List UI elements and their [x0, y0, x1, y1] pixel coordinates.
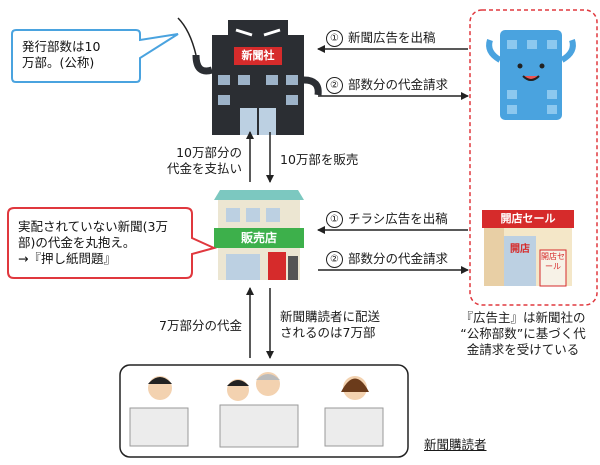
readers-label: 新聞購読者 [424, 437, 487, 452]
label-bill-mid: ② 部数分の代金請求 [326, 251, 448, 268]
label-ad-mid: ① チラシ広告を出稿 [326, 211, 448, 228]
sales-shop [214, 190, 304, 280]
pay-label-line2: 代金を支払い [166, 161, 242, 176]
bubble-top-line1: 発行部数は10 [22, 39, 101, 54]
bubble-mid-line2: 部)の代金を丸抱え。 [18, 235, 136, 250]
text-ad-mid: チラシ広告を出稿 [348, 211, 448, 226]
bubble-top-text: 発行部数は10 万部。(公称) [22, 39, 100, 71]
bubble-mid-line3: →『押し紙問題』 [18, 251, 116, 266]
pay7-label: 7万部分の代金 [159, 318, 242, 333]
newspaper-sign: 新聞社 [241, 49, 275, 62]
readers-illustration [129, 372, 384, 448]
num-ad-mid: ① [326, 211, 343, 228]
label-ad-top: ① 新聞広告を出稿 [326, 30, 436, 47]
pay-label-line1: 10万部分の [176, 145, 242, 160]
bubble-top-shape [11, 29, 179, 83]
pay-label: 10万部分の 代金を支払い [140, 145, 242, 177]
deliver-label: 新聞購読者に配送 されるのは7万部 [280, 309, 380, 341]
bubble-mid-line1: 実配されていない新聞(3万 [18, 219, 168, 234]
text-bill-top: 部数分の代金請求 [348, 77, 449, 92]
advertiser-note-line1: 『広告主』は新聞社の [460, 310, 586, 325]
num-ad-top: ① [326, 30, 343, 47]
num-bill-mid: ② [326, 251, 343, 268]
advertiser-note-line3: 金請求を受けている [466, 342, 580, 357]
num-bill-top: ② [326, 77, 343, 94]
bubble-top-line2: 万部。(公称) [22, 55, 95, 70]
advertiser-note: 『広告主』は新聞社の “公称部数”に基づく代 金請求を受けている [448, 310, 598, 358]
label-bill-top: ② 部数分の代金請求 [326, 77, 448, 94]
text-ad-top: 新聞広告を出稿 [348, 30, 436, 45]
advertiser-region [469, 9, 598, 306]
advertiser-building [486, 30, 576, 120]
text-bill-mid: 部数分の代金請求 [348, 251, 449, 266]
sell-label: 10万部を販売 [280, 152, 359, 167]
store-flag: 開店セール [541, 252, 565, 271]
opening-sale-store [482, 210, 574, 287]
bubble-mid-text: 実配されていない新聞(3万 部)の代金を丸抱え。 →『押し紙問題』 [18, 219, 168, 267]
bubble-mid-shape [7, 207, 217, 279]
newspaper-company-building [177, 17, 322, 135]
advertiser-note-line2: “公称部数”に基づく代 [460, 326, 586, 341]
deliver-label-line2: されるのは7万部 [280, 325, 376, 340]
shop-sign: 販売店 [240, 231, 277, 245]
store-sign: 開店セール [500, 212, 556, 225]
store-door-sign: 開店 [510, 244, 530, 255]
deliver-label-line1: 新聞購読者に配送 [280, 309, 381, 324]
